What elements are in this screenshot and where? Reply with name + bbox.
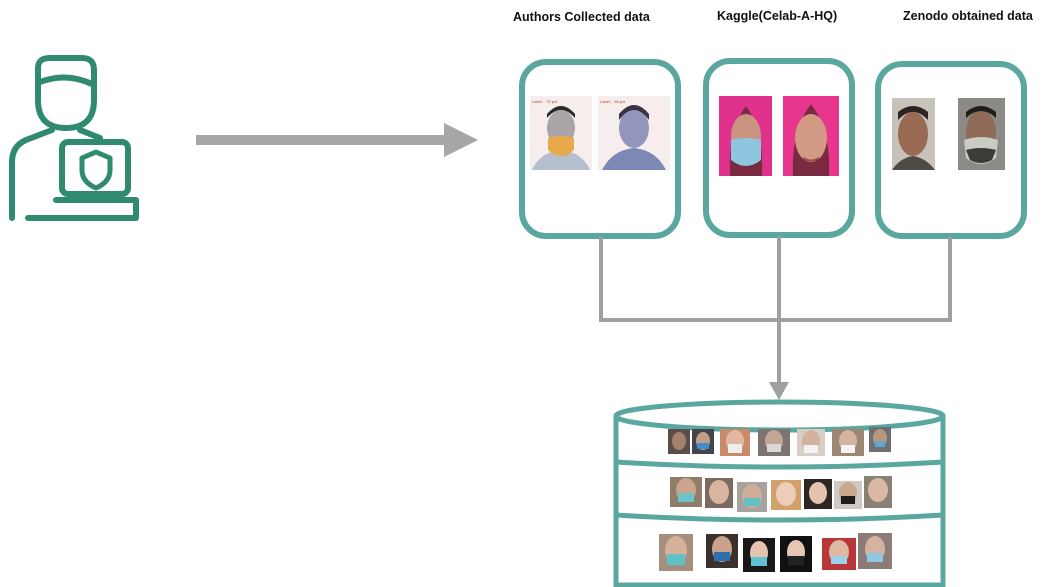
zenodo-photo-1 bbox=[892, 98, 935, 170]
label-kaggle: Kaggle(Celab-A-HQ) bbox=[717, 9, 838, 23]
face-thumbnail bbox=[834, 481, 862, 509]
face-thumbnail bbox=[705, 478, 733, 508]
author-photo-2-caption: Label: . 98 pct bbox=[600, 99, 626, 104]
face-thumbnail bbox=[797, 429, 825, 456]
card-kaggle bbox=[703, 58, 855, 238]
face-thumbnail bbox=[670, 477, 702, 507]
kaggle-photo-2 bbox=[783, 96, 839, 176]
face-thumbnail bbox=[668, 429, 690, 454]
face-thumbnail bbox=[804, 479, 832, 509]
database-row-2 bbox=[670, 476, 892, 512]
label-zenodo: Zenodo obtained data bbox=[903, 9, 1033, 23]
shield-icon bbox=[79, 149, 113, 191]
author-photo-1-caption: Label: . 75 pct bbox=[532, 99, 558, 104]
author-photo-2: Label: . 98 pct bbox=[598, 96, 670, 170]
face-thumbnail bbox=[758, 429, 790, 456]
kaggle-photo-1 bbox=[719, 96, 772, 176]
author-photo-1: Label: . 75 pct bbox=[530, 96, 592, 170]
face-thumbnail bbox=[869, 427, 891, 452]
connector-lines bbox=[599, 236, 952, 386]
zenodo-photo-2 bbox=[958, 98, 1005, 170]
label-authors-collected: Authors Collected data bbox=[513, 10, 650, 24]
face-thumbnail bbox=[832, 429, 864, 456]
face-thumbnail bbox=[864, 476, 892, 508]
face-thumbnail bbox=[858, 533, 892, 569]
face-thumbnail bbox=[771, 480, 801, 510]
face-thumbnail bbox=[737, 482, 767, 512]
face-thumbnail bbox=[743, 538, 775, 572]
database-row-3 bbox=[659, 533, 892, 572]
face-thumbnail bbox=[780, 536, 812, 572]
face-thumbnail bbox=[822, 538, 856, 570]
face-thumbnail bbox=[706, 534, 738, 568]
face-thumbnail bbox=[659, 534, 693, 571]
user-at-laptop-icon bbox=[9, 55, 139, 221]
card-authors-collected: Label: . 75 pct Label: . 98 pct bbox=[519, 59, 681, 239]
arrow-down-icon bbox=[769, 382, 789, 400]
arrow-right-icon bbox=[196, 123, 478, 157]
face-thumbnail bbox=[720, 429, 750, 456]
card-zenodo bbox=[875, 61, 1027, 239]
database-row-1 bbox=[668, 427, 891, 456]
face-thumbnail bbox=[692, 429, 714, 454]
